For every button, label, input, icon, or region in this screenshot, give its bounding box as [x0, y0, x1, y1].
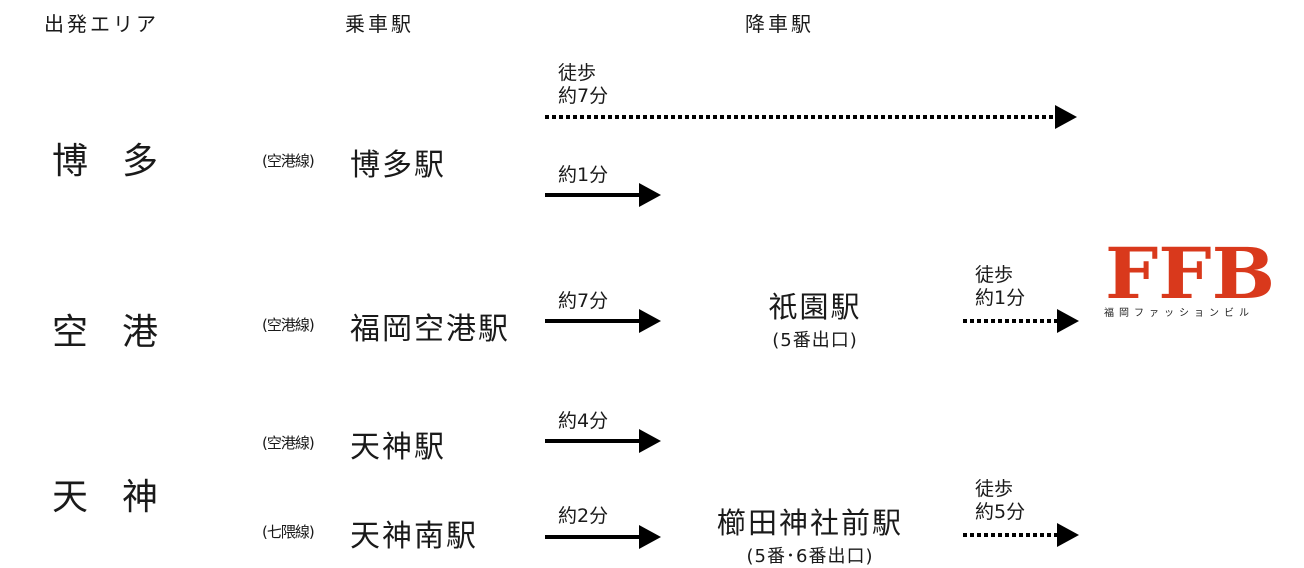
line-tag-airport: (空港線)	[262, 316, 315, 334]
destination-kushida-name: 櫛田神社前駅	[716, 506, 903, 540]
ffb-logo-text: FFB	[1105, 240, 1275, 302]
walk-arrow-gion	[963, 309, 1079, 333]
line-tag-tenjin-minami: (七隈線)	[262, 523, 315, 541]
walk-label-hakata: 徒歩 約7分	[558, 62, 609, 107]
time-tenjin-minami: 約2分	[558, 505, 609, 527]
arrow-tenjin	[545, 429, 661, 453]
arrow-tenjin-minami	[545, 525, 661, 549]
arrow-airport	[545, 309, 661, 333]
area-tenjin: 天神	[52, 477, 193, 518]
area-hakata: 博多	[52, 141, 193, 182]
walk-label-kushida: 徒歩 約5分	[975, 478, 1026, 523]
line-tag-tenjin: (空港線)	[262, 434, 315, 452]
destination-gion: 祇園駅 (5番出口)	[735, 284, 895, 352]
header-alighting-station: 降車駅	[745, 12, 814, 36]
ffb-logo-subtitle: 福岡ファッションビル	[1104, 308, 1254, 319]
walk-label-gion: 徒歩 約1分	[975, 264, 1026, 309]
destination-kushida-exit: (5番･6番出口)	[746, 546, 874, 567]
station-tenjin-minami: 天神南駅	[350, 519, 478, 554]
walk-arrow-hakata	[545, 105, 1077, 129]
line-tag-hakata: (空港線)	[262, 152, 315, 170]
station-airport: 福岡空港駅	[350, 312, 510, 347]
walk-arrow-kushida	[963, 523, 1079, 547]
destination-gion-name: 祇園駅	[768, 290, 862, 324]
header-departure-area: 出発エリア	[44, 12, 159, 36]
time-airport: 約7分	[558, 290, 609, 312]
ffb-logo-icon: FFB	[1105, 240, 1275, 302]
destination-gion-exit: (5番出口)	[772, 330, 858, 351]
header-boarding-station: 乗車駅	[345, 12, 414, 36]
destination-kushida: 櫛田神社前駅 (5番･6番出口)	[680, 500, 940, 568]
time-tenjin: 約4分	[558, 410, 609, 432]
time-hakata: 約1分	[558, 164, 609, 186]
station-tenjin: 天神駅	[350, 430, 446, 465]
area-airport: 空港	[52, 312, 193, 353]
ffb-logo: FFB 福岡ファッションビル	[1104, 240, 1276, 319]
station-hakata: 博多駅	[350, 148, 446, 183]
arrow-hakata	[545, 183, 661, 207]
